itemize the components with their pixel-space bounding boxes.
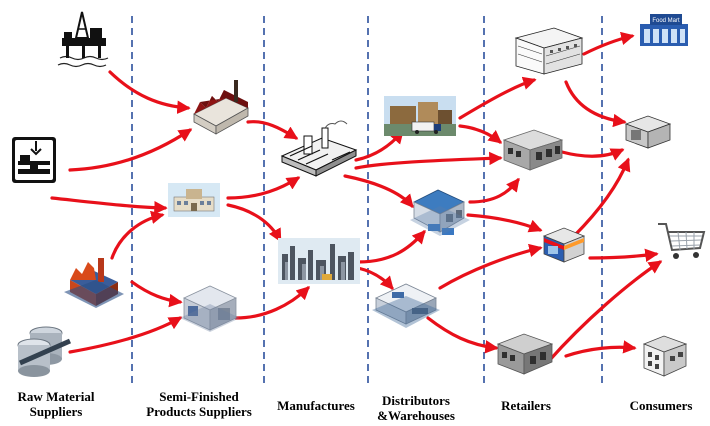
arrow	[458, 76, 537, 120]
arrow	[68, 316, 183, 354]
arrow	[572, 157, 631, 238]
arrow	[234, 286, 310, 320]
arrow	[458, 124, 503, 144]
arrow	[560, 148, 625, 161]
flow-arrows	[50, 31, 663, 364]
store-front-icon	[542, 227, 586, 263]
blue-warehouse-icon	[410, 189, 470, 236]
steel-beam-icon	[12, 137, 56, 183]
mall-icon	[496, 333, 554, 375]
factory-icon	[193, 80, 249, 135]
arrow	[343, 174, 414, 209]
arrow	[246, 120, 299, 140]
arrow	[110, 210, 165, 260]
column-label-raw-material: Raw Material Suppliers	[17, 389, 95, 419]
arrow	[438, 243, 543, 290]
arrow	[564, 80, 627, 128]
column-label-semi-finished: Semi-Finished Products Suppliers	[146, 389, 252, 419]
column-label-retailers: Retailers	[501, 398, 551, 413]
small-office-building-icon	[168, 183, 220, 217]
department-store-icon	[514, 27, 584, 75]
arrow	[226, 203, 282, 243]
truck-depot-icon	[384, 96, 456, 136]
arrow	[356, 266, 394, 291]
house-icon	[642, 335, 688, 377]
column-label-consumers: Consumers	[629, 398, 693, 413]
arrow	[588, 248, 659, 263]
arrow	[68, 128, 193, 172]
column-label-distributors: Distributors &Warehouses	[377, 393, 455, 423]
grey-store-icon	[502, 129, 564, 171]
red-factory-icon	[64, 258, 124, 308]
shopping-cart-icon	[658, 223, 706, 259]
barrels-icon	[17, 326, 72, 377]
arrow	[354, 151, 503, 170]
column-dividers	[131, 16, 603, 384]
refinery-icon	[278, 238, 360, 284]
food-mart-sign: Food Mart	[652, 18, 680, 24]
arrow	[356, 229, 426, 264]
food-mart-icon: Food Mart	[640, 14, 688, 46]
shop-icon	[624, 115, 672, 149]
distribution-center-icon	[372, 283, 440, 328]
arrow	[426, 316, 499, 354]
industrial-plant-icon	[280, 120, 358, 177]
arrow	[108, 70, 191, 114]
arrow	[468, 177, 520, 204]
arrow	[582, 31, 635, 56]
arrow	[466, 213, 543, 233]
arrow	[130, 280, 183, 308]
arrow	[226, 176, 301, 200]
column-label-manufactures: Manufactures	[277, 398, 355, 413]
arrow	[564, 340, 637, 358]
arrow	[354, 129, 404, 162]
arrow	[546, 260, 663, 364]
warehouse-icon	[180, 285, 240, 332]
oil-rig-icon	[57, 11, 109, 68]
arrow	[50, 196, 168, 215]
